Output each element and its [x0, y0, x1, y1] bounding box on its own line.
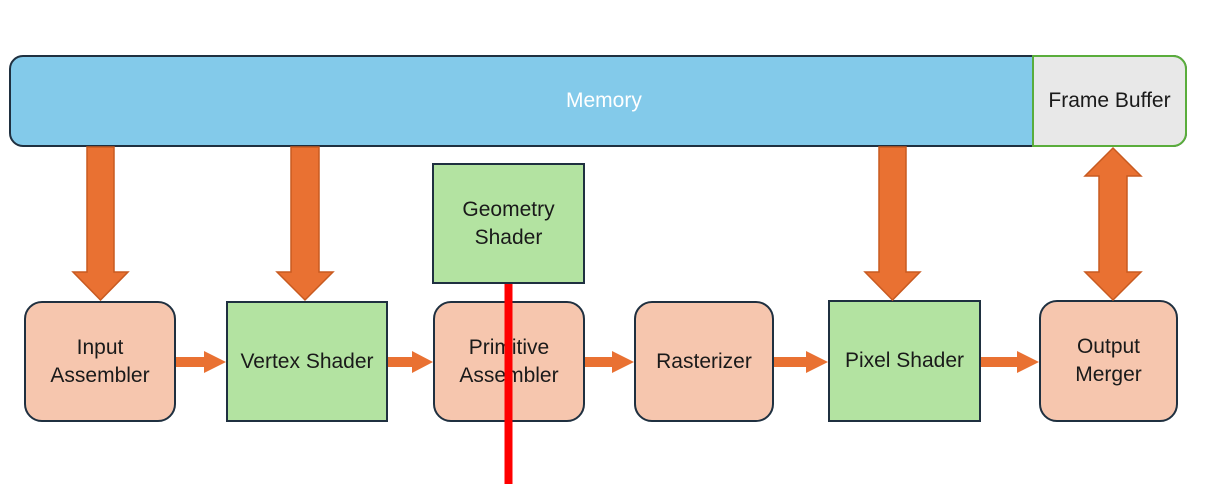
frame-buffer-label: Frame Buffer [1048, 89, 1171, 112]
geometry-shader-stage: Geometry Shader [432, 163, 585, 284]
pixel-shader-label: Pixel Shader [844, 349, 965, 372]
vertex-shader-label: Vertex Shader [240, 349, 374, 373]
memory-to-pixel-shader-arrow [863, 146, 922, 302]
memory-to-vertex-shader-arrow [275, 146, 335, 302]
rasterizer-label: Rasterizer [656, 349, 752, 373]
memory-block: Memory [9, 55, 1187, 147]
input-assembler-stage: Input Assembler [24, 301, 176, 422]
rasterizer-stage: Rasterizer [634, 301, 774, 422]
vertex-to-primitive-arrow [388, 351, 433, 373]
memory-to-input-assembler-arrow [71, 146, 130, 302]
output-merger-stage: Output Merger [1039, 300, 1178, 422]
input-to-vertex-arrow [176, 351, 226, 373]
frame-buffer-block: Frame Buffer [1032, 55, 1187, 147]
rasterizer-to-pixel-arrow [774, 351, 828, 373]
output-merger-label: Output Merger [1075, 335, 1142, 386]
pixel-shader-stage: Pixel Shader [828, 300, 981, 422]
vertex-shader-stage: Vertex Shader [226, 301, 388, 422]
primitive-to-rasterizer-arrow [585, 351, 634, 373]
frame-buffer-output-merger-double-arrow [1083, 146, 1143, 302]
geometry-shader-label: Geometry Shader [462, 197, 555, 249]
input-assembler-label: Input Assembler [50, 335, 150, 387]
pixel-to-output-arrow [981, 351, 1039, 373]
memory-label: Memory [566, 89, 642, 112]
